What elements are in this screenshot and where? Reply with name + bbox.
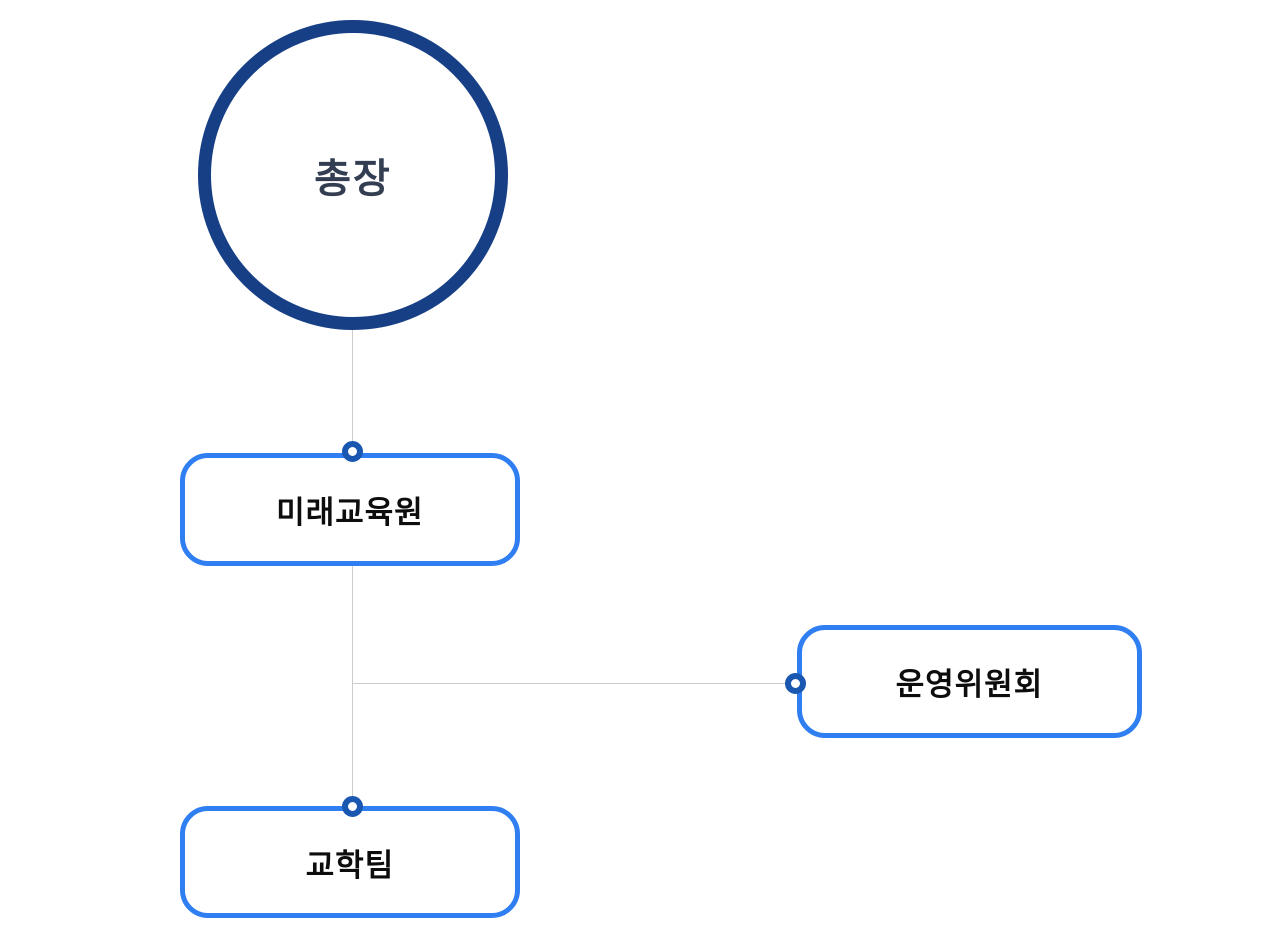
connector-line-root-to-mirae (352, 330, 353, 443)
org-node-president-label: 총장 (314, 157, 392, 201)
connector-dot-steering-committee-icon (785, 673, 806, 694)
org-node-steering-committee-label: 운영위원회 (895, 667, 1044, 702)
connector-line-branch-to-unyeong (352, 683, 786, 684)
org-node-academic-affairs-team[interactable]: 교학팀 (180, 806, 520, 918)
org-node-academic-affairs-team-label: 교학팀 (305, 847, 395, 883)
connector-line-mirae-to-gyohak (352, 566, 353, 798)
org-node-steering-committee[interactable]: 운영위원회 (797, 625, 1142, 738)
connector-dot-academic-affairs-team-icon (342, 796, 363, 817)
org-node-president[interactable]: 총장 (198, 20, 508, 330)
connector-dot-future-education-institute-icon (342, 441, 363, 462)
org-node-future-education-institute-label: 미래교육원 (276, 495, 424, 530)
org-node-future-education-institute[interactable]: 미래교육원 (180, 453, 520, 566)
